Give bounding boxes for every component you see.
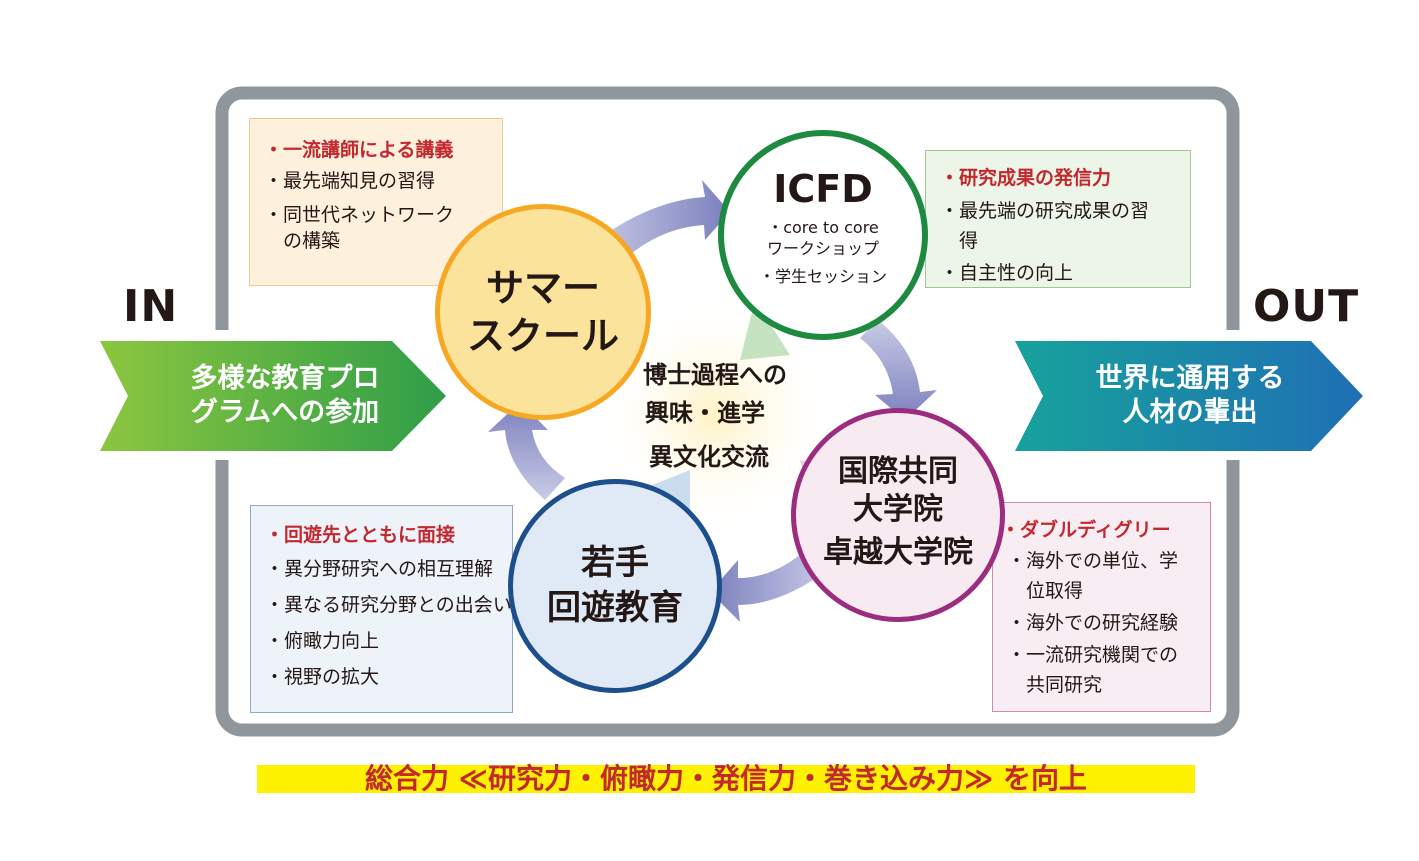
icfd-item: ワークショップ (766, 239, 879, 258)
center-line-1: 博士過程への (643, 361, 787, 389)
summer-school-circle: サマー スクール (435, 204, 651, 420)
joint-graduate-title-line-1: 国際共同 (838, 454, 958, 489)
joint-graduate-title-line-3: 卓越大学院 (823, 535, 973, 570)
box-item: ・自主性の向上 (940, 262, 1074, 284)
out-arrow-line-2: 人材の輩出 (1122, 397, 1258, 428)
box-item: ・俯瞰力向上 (265, 630, 380, 652)
in-arrow-text: 多様な教育プロ グラムへの参加 (150, 362, 420, 430)
in-arrow-line-1: 多様な教育プロ (190, 363, 380, 394)
icfd-item: ・core to core (767, 218, 879, 237)
bottom-summary-text: 総合力 ≪研究力・俯瞰力・発信力・巻き込み力≫ を向上 (364, 762, 1088, 795)
icfd-info-box: ・研究成果の発信力 ・最先端の研究成果の習 得 ・自主性の向上 (925, 150, 1191, 288)
box-item: ・視野の拡大 (265, 666, 380, 688)
joint-graduate-info-box: ・ダブルディグリー ・海外での単位、学 位取得 ・海外での研究経験 ・一流研究機… (992, 502, 1211, 712)
summer-school-title-line-2: スクール (466, 314, 619, 358)
box-item: ・異なる研究分野との出会い (265, 594, 512, 616)
cycle-arrow-young-to-summer (488, 402, 565, 500)
box-item: ・異分野研究への相互理解 (265, 558, 494, 580)
box-item: ・同世代ネットワーク (264, 204, 455, 226)
box-item: ・一流研究機関での (1007, 644, 1179, 666)
icfd-title: ICFD (773, 167, 873, 211)
box-item: 得 (940, 230, 979, 252)
in-arrow (100, 341, 446, 451)
in-arrow-line-2: グラムへの参加 (190, 397, 380, 428)
box-item: ・海外での単位、学 (1007, 550, 1179, 572)
box-item: ・最先端の研究成果の習 (940, 200, 1150, 222)
box-item: 共同研究 (1007, 674, 1103, 696)
box-heading: ・一流講師による講義 (264, 139, 454, 161)
icfd-circle: ICFD ・core to core ワークショップ ・学生セッション (718, 130, 928, 340)
out-label: OUT (1253, 281, 1360, 332)
out-arrow (1015, 341, 1363, 451)
box-item: ・海外での研究経験 (1007, 612, 1179, 634)
summer-school-info-box: ・一流講師による講義 ・最先端知見の習得 ・同世代ネットワーク の構築 (249, 118, 503, 286)
center-line-2: 興味・進学 (645, 399, 765, 427)
young-researcher-title-line-1: 若手 (581, 543, 649, 583)
box-item: ・最先端知見の習得 (264, 170, 436, 192)
joint-graduate-title-line-2: 大学院 (853, 492, 943, 527)
box-heading: ・回遊先とともに面接 (265, 524, 456, 546)
bottom-highlight (257, 765, 1195, 793)
young-researcher-title-line-2: 回遊教育 (547, 588, 683, 628)
box-item: の構築 (264, 230, 341, 252)
center-line-3: 異文化交流 (649, 443, 769, 471)
out-arrow-line-1: 世界に通用する (1095, 363, 1285, 394)
box-item: 位取得 (1007, 580, 1084, 602)
cycle-arrow-icfd-to-joint (860, 320, 937, 420)
in-label: IN (123, 281, 179, 332)
out-arrow-text: 世界に通用する 人材の輩出 (1055, 362, 1325, 430)
young-researcher-info-box: ・回遊先とともに面接 ・異分野研究への相互理解 ・異なる研究分野との出会い ・俯… (250, 505, 513, 713)
box-heading: ・研究成果の発信力 (940, 167, 1112, 189)
young-researcher-circle: 若手 回遊教育 (508, 479, 722, 693)
center-text: 博士過程への 興味・進学 異文化交流 (605, 356, 825, 476)
summer-school-title-line-1: サマー (485, 266, 600, 310)
cycle-arrow-joint-to-young (710, 548, 828, 622)
box-heading: ・ダブルディグリー (1001, 519, 1171, 541)
icfd-item: ・学生セッション (758, 267, 887, 286)
joint-graduate-circle: 国際共同 大学院 卓越大学院 (791, 408, 1005, 622)
